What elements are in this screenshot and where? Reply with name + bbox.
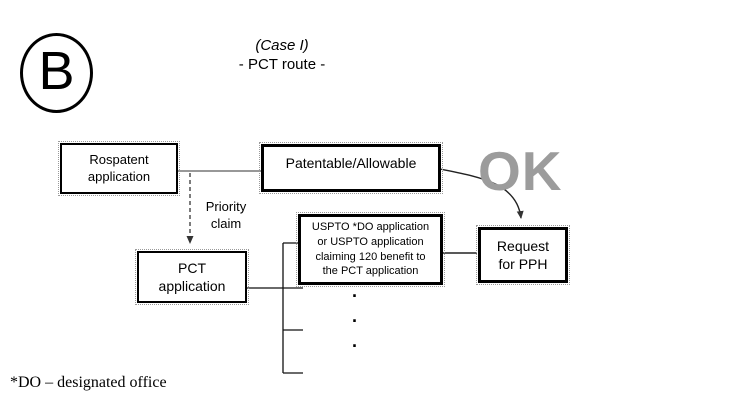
diagram-title: (Case I) - PCT route - — [207, 36, 357, 74]
patentable-allowable-box: Patentable/Allowable — [259, 142, 443, 194]
vertical-ellipsis: . . . — [352, 279, 357, 354]
uspto-do-application-box: USPTO *DO application or USPTO applicati… — [296, 212, 445, 287]
uspto-line-1: USPTO *DO application — [311, 221, 430, 234]
do-footnote: *DO – designated office — [10, 374, 167, 391]
pct-line-2: application — [158, 278, 226, 294]
uspto-line-2: or USPTO application — [317, 235, 424, 248]
pct-branch-bracket — [245, 242, 303, 374]
route-title: - PCT route - — [238, 56, 326, 73]
rospatent-line-1: Rospatent — [89, 151, 149, 167]
ok-curve-arrow — [439, 168, 524, 219]
ellipsis-dot-3: . — [352, 331, 358, 351]
case-title: (Case I) — [255, 37, 309, 54]
uspto-line-4: the PCT application — [322, 265, 419, 278]
ok-status-label: OK — [478, 140, 563, 202]
ellipsis-dot-2: . — [352, 306, 358, 326]
rospatent-application-box: Rospatent application — [58, 141, 180, 196]
request-line-2: for PPH — [498, 256, 548, 272]
uspto-line-3: claiming 120 benefit to — [315, 250, 426, 263]
ellipsis-dot-1: . — [352, 281, 358, 301]
pct-line-1: PCT — [178, 259, 206, 276]
patentable-label: Patentable/Allowable — [285, 155, 417, 172]
request-for-pph-box: Request for PPH — [476, 225, 570, 285]
priority-claim-label: Priority claim — [205, 199, 247, 231]
rospatent-line-2: application — [87, 168, 151, 184]
request-line-1: Request — [496, 237, 550, 254]
case-b-badge: B — [20, 33, 93, 113]
case-b-label: B — [38, 41, 75, 101]
pct-application-box: PCT application — [135, 249, 249, 305]
